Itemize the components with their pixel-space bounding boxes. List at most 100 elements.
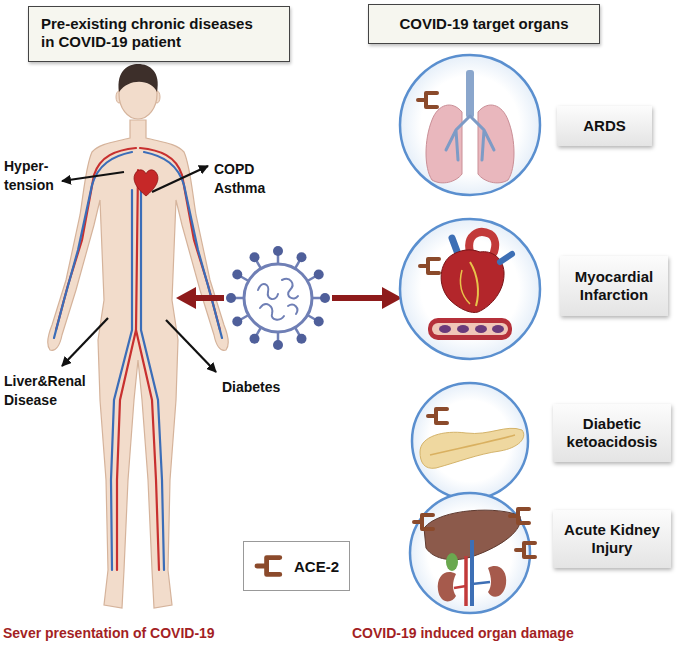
organ-circle — [412, 383, 528, 499]
virus-particle — [244, 264, 312, 332]
spread-arrow — [176, 287, 402, 309]
organ-circle — [400, 55, 540, 613]
virus-particle — [320, 293, 330, 303]
ace2-receptor — [418, 93, 437, 107]
condition-box: ARDS — [557, 106, 652, 146]
legend-box: ACE-2 — [243, 541, 350, 591]
virus-particle — [288, 305, 297, 314]
virus-particle — [273, 340, 283, 350]
heart-illustration — [500, 254, 512, 262]
heart-illustration — [439, 325, 451, 333]
ace2-receptor — [516, 543, 535, 557]
ace2-receptor — [428, 409, 447, 423]
heart-illustration — [470, 262, 478, 306]
box-text: Pre-existing chronic diseases in COVID-1… — [41, 15, 259, 51]
lungs-illustration — [466, 70, 474, 118]
virus-particle — [235, 255, 321, 341]
box-text: Myocardial Infarction — [568, 268, 660, 304]
spread-arrow — [332, 295, 386, 301]
box-text: COVID-19 target organs — [379, 15, 589, 33]
heart-illustration — [475, 325, 487, 333]
leader-arrow — [62, 172, 124, 181]
organ-circle — [400, 55, 540, 195]
artery — [56, 148, 220, 570]
heart-illustration — [469, 232, 495, 252]
virus-particle — [232, 317, 242, 327]
legend-text: ACE-2 — [294, 558, 339, 575]
pancreas-illustration — [420, 428, 524, 468]
hair — [119, 64, 158, 92]
heart-illustration — [428, 318, 512, 340]
vein — [111, 190, 132, 570]
condition-box: Diabetic ketoacidosis — [553, 404, 671, 462]
virus-particle — [226, 293, 236, 303]
spread-arrow — [176, 287, 196, 309]
lungs-illustration — [426, 70, 514, 183]
heading-box: COVID-19 target organs — [368, 4, 600, 44]
lungs-illustration — [446, 116, 494, 160]
liver-kidney-illustration — [438, 572, 456, 601]
vein — [54, 152, 132, 338]
condition-box: Myocardial Infarction — [560, 256, 668, 316]
ace2-receptor — [510, 509, 529, 523]
virus-particle — [232, 270, 242, 280]
heart-illustration — [457, 325, 469, 333]
heart-illustration — [428, 232, 512, 340]
leader-arrow — [152, 166, 208, 192]
body-silhouette — [48, 120, 228, 608]
pancreas-illustration — [430, 435, 515, 455]
virus-particle — [250, 252, 260, 262]
artery — [56, 148, 136, 330]
vein — [54, 152, 222, 570]
organ-circle — [400, 219, 540, 359]
liver-kidney-illustration — [470, 540, 474, 606]
liver-kidney-illustration — [488, 566, 506, 597]
spread-arrow — [192, 295, 224, 301]
heart-illustration — [432, 323, 508, 335]
heart-illustration — [492, 325, 504, 333]
human-figure — [48, 64, 228, 608]
box-text: Acute Kidney Injury — [561, 521, 663, 557]
ace2-receptor — [414, 93, 535, 557]
virus-particle — [226, 246, 330, 350]
ace2-receptor — [414, 515, 433, 529]
box-text: ARDS — [583, 117, 626, 135]
disease-label: Hyper- tension — [4, 157, 66, 195]
ace2-receptor — [420, 259, 439, 273]
legend-symbol — [257, 558, 280, 575]
liver-kidney-illustration — [446, 553, 458, 571]
organ-circle — [410, 493, 530, 613]
pancreas-illustration — [420, 428, 524, 468]
virus-particle — [314, 317, 324, 327]
virus-particle — [282, 279, 298, 299]
virus-particle — [226, 246, 330, 350]
liver-kidney-illustration — [472, 582, 490, 584]
artery — [117, 170, 138, 570]
disease-label: Diabetes — [222, 378, 280, 397]
virus-particle — [297, 252, 307, 262]
heading-box: Pre-existing chronic diseases in COVID-1… — [28, 6, 290, 62]
virus-particle — [297, 334, 307, 344]
virus-particle — [250, 334, 260, 344]
virus-particle — [258, 279, 298, 320]
leader-arrow — [62, 318, 108, 366]
liver-kidney-illustration — [464, 556, 468, 606]
virus-particle — [314, 270, 324, 280]
virus-particle — [273, 246, 283, 256]
legend-entry: ACE-2 — [254, 554, 339, 578]
virus-particle — [258, 284, 278, 299]
liver-kidney-illustration — [454, 586, 466, 588]
leader-arrow — [62, 166, 216, 372]
vein — [141, 185, 164, 570]
heart-illustration — [441, 250, 504, 313]
heart-illustration — [452, 238, 458, 254]
disease-label: COPD Asthma — [214, 160, 272, 198]
virus-particle — [260, 304, 284, 319]
heart-illustration — [460, 270, 470, 304]
disease-label: Liver&Renal Disease — [4, 372, 94, 410]
caption-label: Sever presentation of COVID-19 — [3, 624, 215, 643]
caption-label: COVID-19 induced organ damage — [352, 624, 574, 643]
leader-arrow — [166, 320, 216, 372]
legend-symbol — [254, 554, 284, 578]
